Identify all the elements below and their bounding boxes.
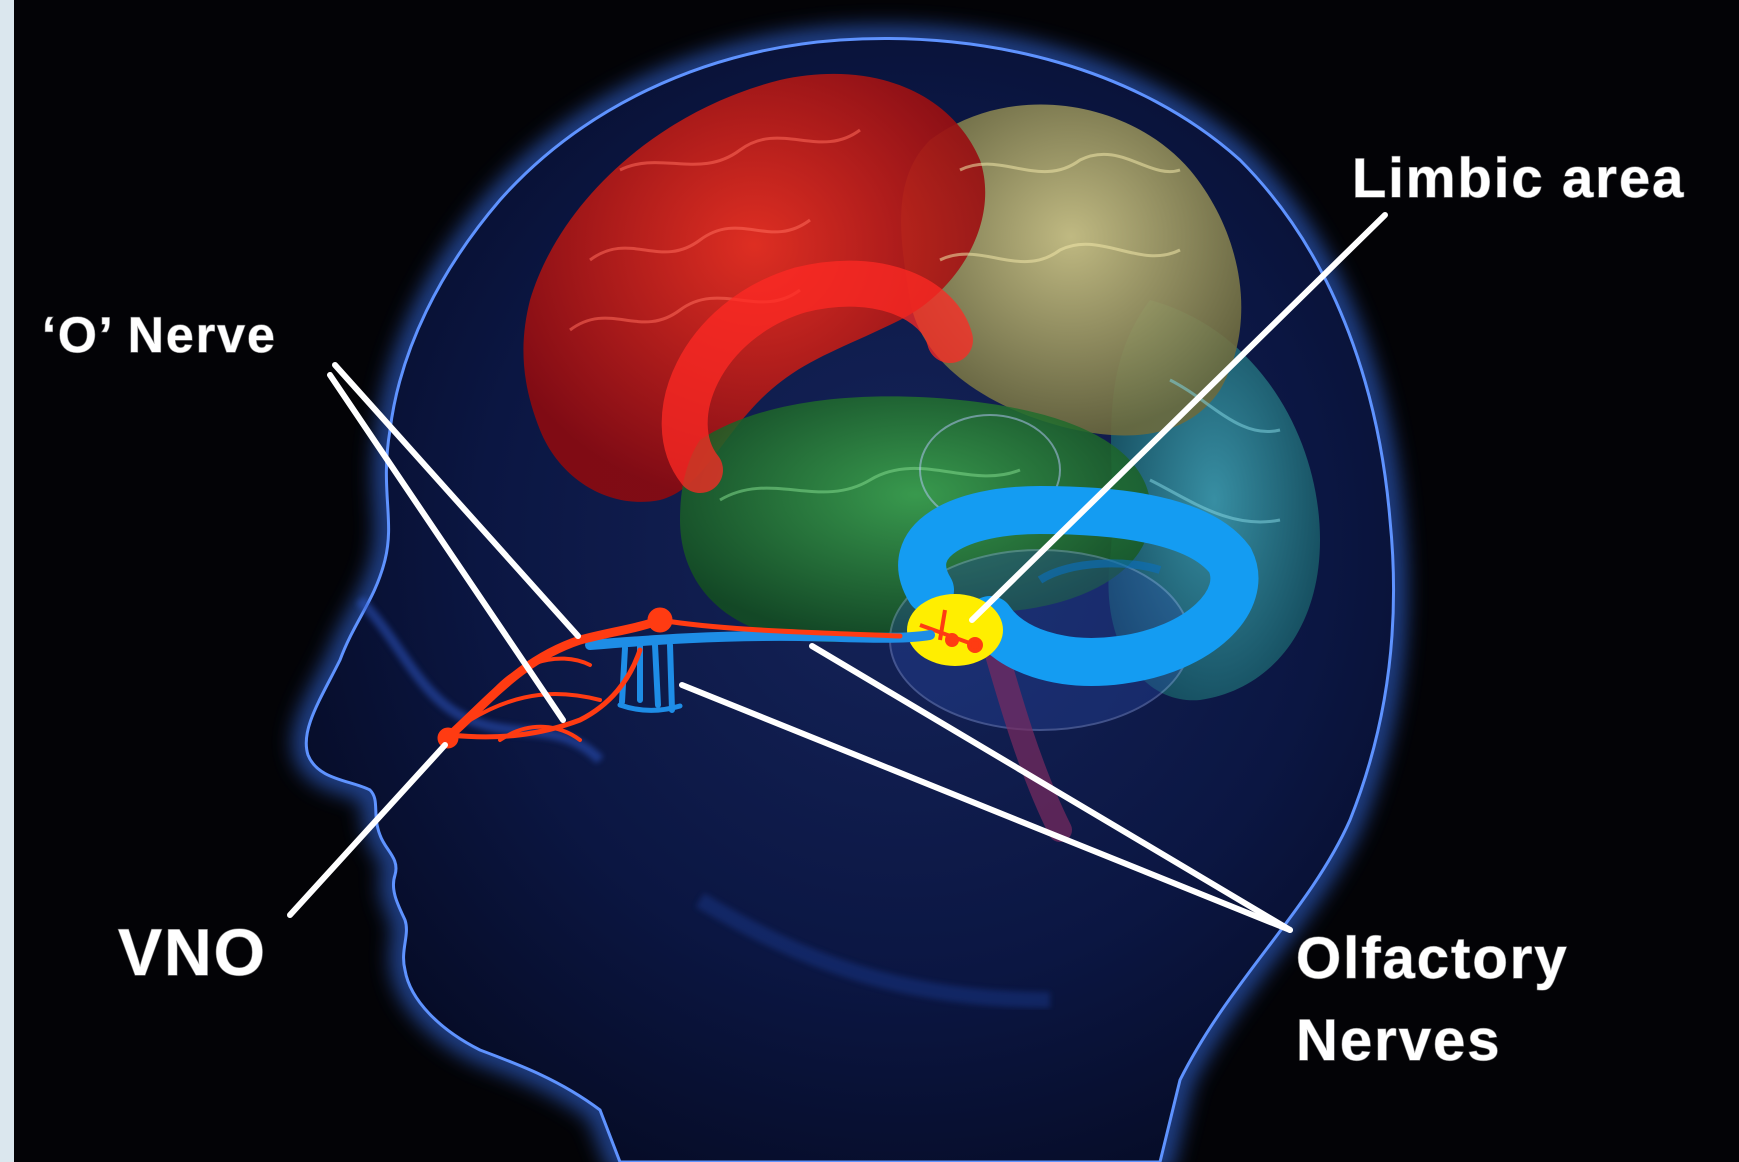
olfactory-label-line1: Olfactory <box>1296 926 1569 991</box>
limbic-area-label: Limbic area <box>1352 146 1685 209</box>
slide-edge <box>0 0 14 1162</box>
head-anatomy-illustration: ‘O’ Nerve Limbic area VNO Olfactory Nerv… <box>14 0 1739 1162</box>
olfactory-label-line2: Nerves <box>1296 1008 1501 1073</box>
o-nerve-label: ‘O’ Nerve <box>42 307 277 363</box>
vno-label: VNO <box>118 915 267 989</box>
illustration-svg: ‘O’ Nerve Limbic area VNO Olfactory Nerv… <box>14 0 1739 1162</box>
